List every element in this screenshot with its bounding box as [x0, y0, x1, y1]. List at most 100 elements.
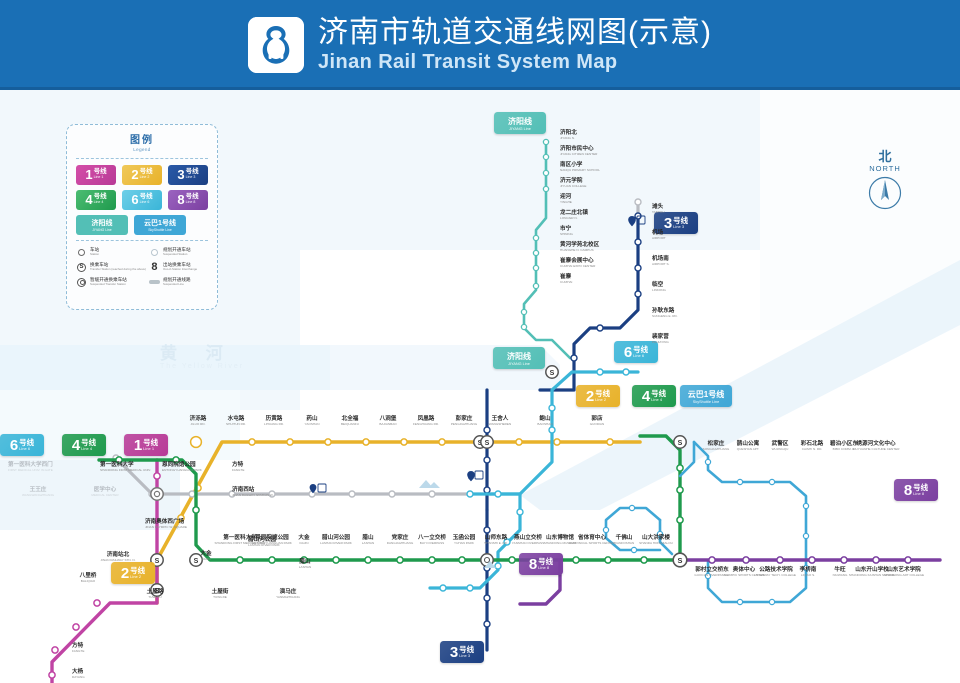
station-name-cn: 裴家营 — [652, 334, 669, 340]
station-name-en: SHANDONG MUSEUM — [543, 540, 577, 545]
map-canvas[interactable]: S S S S — [0, 90, 960, 683]
station-name-en: TUWUJIE — [213, 594, 227, 599]
map-flag-en: Line 8 — [538, 564, 550, 570]
planned-line-icon — [148, 277, 160, 288]
station-name-cn: 药山 — [306, 416, 318, 422]
planned-station-icon — [149, 247, 160, 258]
legend-badge-en: JIYANG Line — [92, 227, 112, 232]
station-name-en: GUOCUN OVERPASS E. — [694, 572, 730, 577]
legend-badge-en: SkyShuttle Line — [148, 227, 172, 232]
station-name-en: DAJIN — [201, 556, 211, 561]
map-flag-en: Line 6 — [633, 352, 645, 358]
station-name-en: JIYUAN COLLEGE — [560, 183, 587, 188]
station-name-cn: 牛旺 — [834, 567, 846, 573]
legend-badge-cn: 号线 — [185, 193, 199, 201]
legend-badge-en: Line 3 — [185, 174, 196, 179]
station-name-cn: 历黄路 — [265, 416, 283, 422]
map-flag-en: JIYANG Line — [509, 126, 531, 131]
station-name-en: SHINING — [560, 231, 573, 236]
station-name-cn: 松家庄 — [707, 441, 725, 447]
station-name-en: TANTOU — [652, 209, 665, 214]
station-name-en: CUIZHAI EXPO CENTER — [560, 263, 596, 268]
station-name-en: SHANDONG KAISHAN SCHOOL — [848, 572, 896, 577]
station-name-cn: 恩同院馆公园 — [255, 535, 289, 541]
svg-text:S: S — [485, 440, 490, 447]
line2-station-dots — [177, 438, 614, 522]
legend-badge-cn: 云巴1号线 — [144, 219, 176, 227]
map-flag-cn: 号线 — [673, 216, 689, 226]
legend-badge-cn: 号线 — [185, 168, 199, 176]
station-name-en: BIBO COMM. E. — [832, 446, 856, 451]
station-name-cn: 绣源河文化中心 — [856, 441, 896, 447]
station-name-cn: 省体育中心 — [578, 535, 606, 541]
station-name-cn: 临空 — [652, 282, 664, 288]
station-name-en: BALIQIAO — [80, 578, 96, 583]
station-name-cn: 南区小学 — [560, 162, 583, 168]
legend-title: 图例 Legend — [74, 131, 210, 153]
station-name-cn: 腊山 — [299, 559, 311, 565]
page-header: 济南市轨道交通线网图(示意) Jinan Rail Transit System… — [0, 0, 960, 90]
station-name-cn: 八一立交桥 — [418, 535, 446, 541]
compass-label-en: NORTH — [869, 164, 901, 173]
station-name-cn: 方特 — [72, 643, 84, 649]
svg-text:S: S — [155, 558, 160, 565]
station-name-en: JINAN RAILWAY STN. N. — [100, 557, 136, 562]
station-name-cn: 腊山 — [362, 535, 374, 541]
station-name-cn: 演马庄 — [279, 589, 297, 595]
station-name-cn: 水屯路 — [227, 416, 245, 422]
jinan-metro-logo — [248, 17, 304, 73]
map-flag-cn: 云巴1号线 — [687, 389, 725, 399]
station-name-cn: 党家庄 — [391, 535, 409, 541]
map-flag-en: Line 6 — [19, 445, 31, 451]
legend-badge-en: Line 8 — [185, 199, 196, 204]
station-name-cn: 滩头 — [652, 204, 664, 210]
legend-badge-cn: 号线 — [139, 168, 153, 176]
map-flag-cn: 号线 — [459, 645, 475, 655]
map-flag-en: Line 1 — [143, 445, 155, 451]
legend-title-en: Legend — [133, 147, 151, 152]
airport-icons — [317, 215, 646, 493]
legend-symbol-cn: 规划开通线路 — [162, 277, 191, 283]
